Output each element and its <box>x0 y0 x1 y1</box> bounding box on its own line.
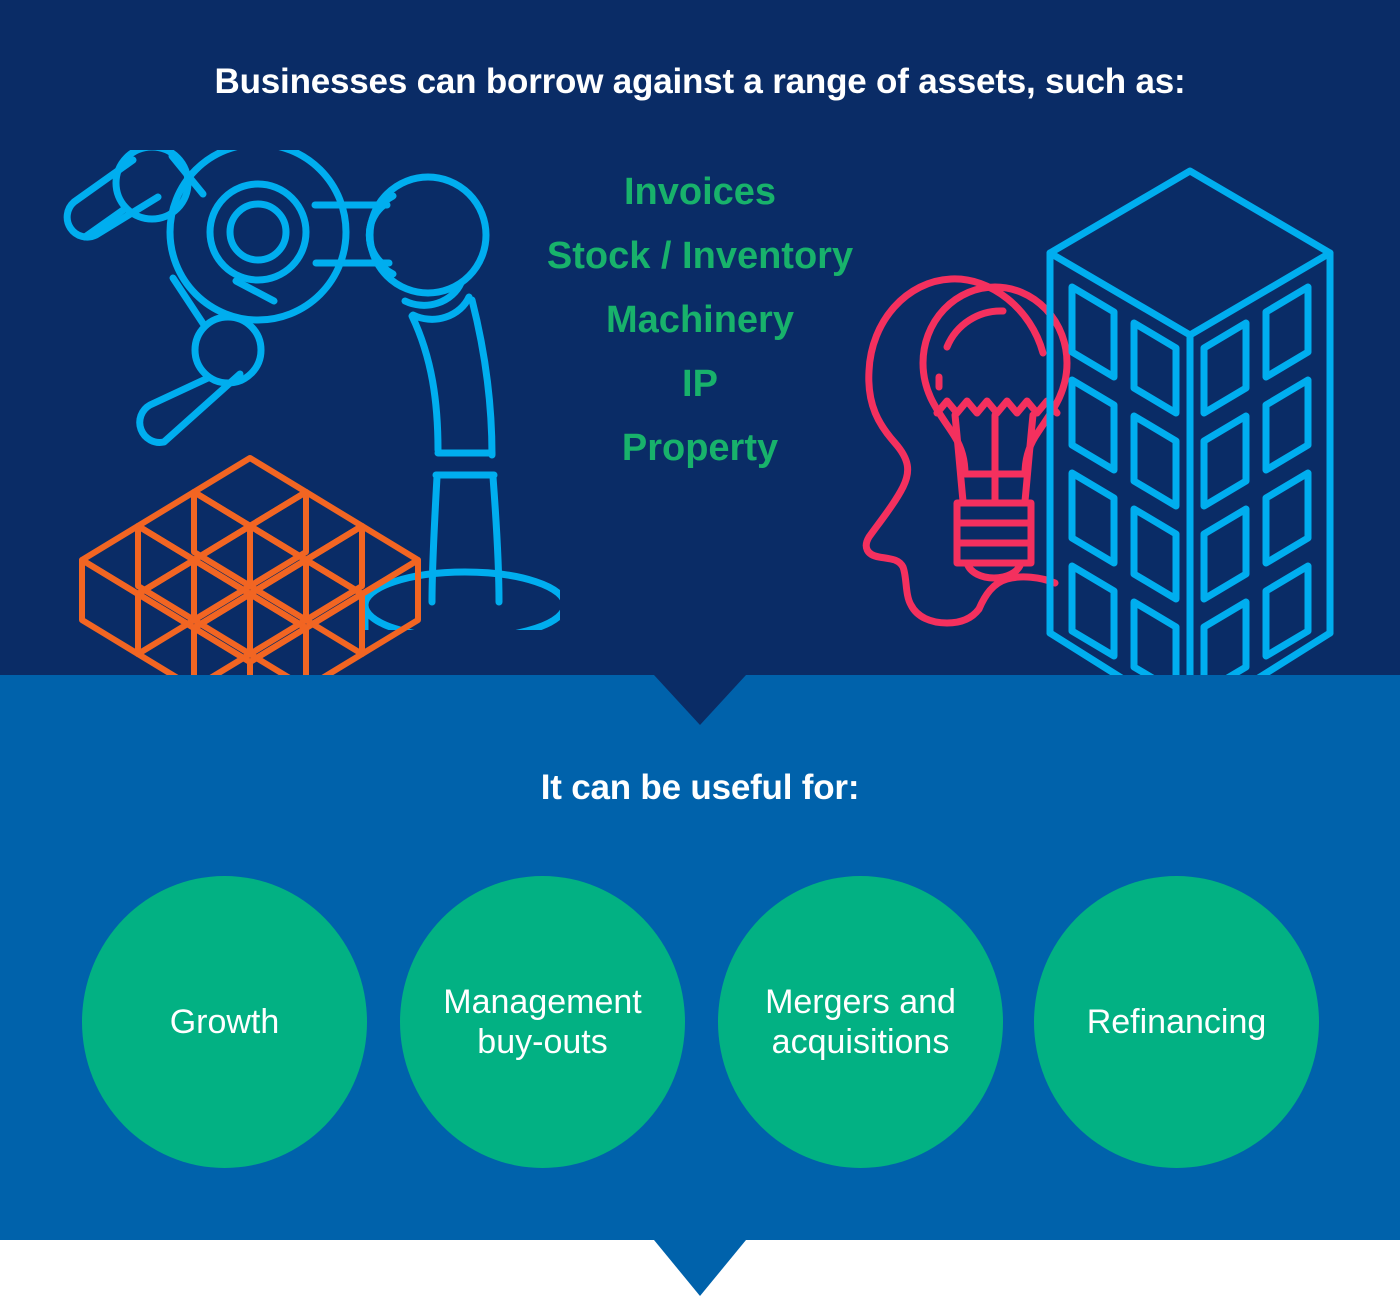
asset-item-ip: IP <box>682 363 718 405</box>
use-case-label: Management buy-outs <box>443 983 642 1061</box>
down-arrow-blue-icon <box>654 1240 746 1296</box>
lightbulb-head-icon <box>855 265 1120 640</box>
asset-item-invoices: Invoices <box>623 171 777 213</box>
use-case-label: Refinancing <box>1086 1003 1267 1041</box>
asset-list: Invoices Stock / Inventory Machinery IP … <box>450 160 950 480</box>
use-case-circle-management-buy-outs: Management buy-outs <box>400 876 685 1168</box>
use-case-label: Growth <box>169 1003 280 1041</box>
use-case-circle-growth: Growth <box>82 876 367 1168</box>
asset-item-machinery: Machinery <box>606 299 794 341</box>
use-case-circle-mergers-and-acquisitions: Mergers and acquisitions <box>718 876 1003 1168</box>
use-case-circle-refinancing: Refinancing <box>1034 876 1319 1168</box>
uses-headline: It can be useful for: <box>540 768 860 807</box>
assets-headline: Businesses can borrow against a range of… <box>214 62 1186 101</box>
asset-item-stock: Stock / Inventory <box>546 235 854 277</box>
use-case-label: Mergers and acquisitions <box>765 983 956 1061</box>
down-arrow-navy-icon <box>654 675 746 725</box>
office-building-icon <box>1030 165 1360 745</box>
robot-arm-icon <box>60 150 560 630</box>
asset-item-property: Property <box>621 427 779 469</box>
assets-section-background <box>0 0 1400 675</box>
use-case-circle-row: Growth Management buy-outs Mergers and a… <box>0 876 1400 1168</box>
